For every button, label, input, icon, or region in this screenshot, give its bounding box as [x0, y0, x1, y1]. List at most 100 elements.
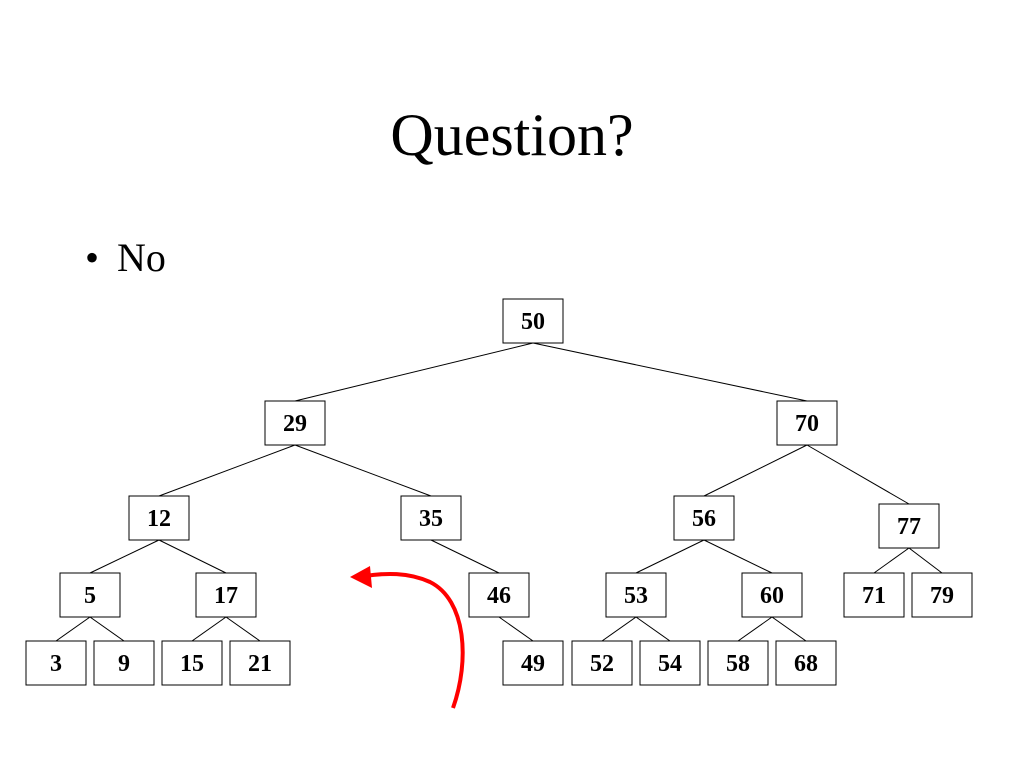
- tree-node-box: [502, 298, 564, 344]
- tree-edge: [430, 539, 500, 574]
- tree-node-box: [707, 640, 769, 686]
- tree-node: 52: [571, 640, 633, 686]
- tree-node-box: [878, 503, 940, 549]
- tree-node-box: [128, 495, 190, 541]
- tree-node-label: 46: [487, 583, 511, 609]
- tree-node-label: 70: [795, 411, 819, 437]
- tree-node-label: 58: [726, 651, 750, 677]
- tree-node-label: 50: [521, 309, 545, 335]
- tree-node-box: [468, 572, 530, 618]
- tree-node-label: 12: [147, 506, 171, 532]
- tree-node-label: 5: [84, 583, 96, 609]
- slide-title: Question?: [390, 102, 634, 168]
- tree-node-box: [843, 572, 905, 618]
- tree-node-label: 17: [214, 583, 238, 609]
- tree-edge: [873, 547, 910, 574]
- tree-node-label: 21: [248, 651, 272, 677]
- tree-node: 56: [673, 495, 735, 541]
- tree-node-label: 54: [658, 651, 682, 677]
- tree-edge: [532, 342, 808, 402]
- tree-node: 79: [911, 572, 973, 618]
- tree-node-label: 79: [930, 583, 954, 609]
- tree-node-label: 77: [897, 514, 921, 540]
- tree-node-box: [93, 640, 155, 686]
- tree-node: 46: [468, 572, 530, 618]
- tree-edge: [89, 539, 160, 574]
- tree-edge: [89, 616, 125, 642]
- tree-node-label: 60: [760, 583, 784, 609]
- tree-node-label: 3: [50, 651, 62, 677]
- tree-node: 5: [59, 572, 121, 618]
- tree-node: 3: [25, 640, 87, 686]
- tree-node: 49: [502, 640, 564, 686]
- tree-node: 60: [741, 572, 803, 618]
- tree-node: 17: [195, 572, 257, 618]
- tree-node: 21: [229, 640, 291, 686]
- tree-node-box: [161, 640, 223, 686]
- tree-edge: [771, 616, 807, 642]
- tree-node-box: [502, 640, 564, 686]
- tree-node-box: [673, 495, 735, 541]
- tree-node-label: 9: [118, 651, 130, 677]
- tree-node-label: 15: [180, 651, 204, 677]
- tree-node: 12: [128, 495, 190, 541]
- tree-node: 71: [843, 572, 905, 618]
- tree-node: 70: [776, 400, 838, 446]
- bullet-marker: •: [85, 235, 100, 280]
- red-curved-arrow: [364, 571, 465, 709]
- tree-node-box: [195, 572, 257, 618]
- tree-node-label: 56: [692, 506, 716, 532]
- tree-node: 68: [775, 640, 837, 686]
- tree-node-box: [59, 572, 121, 618]
- tree-edge: [294, 342, 534, 402]
- tree-nodes: 50 29 70 12 35 56 77 5 17 46 53 60 71 79 3 9 15 21 49 52 54 5…: [25, 298, 973, 686]
- tree-edge: [55, 616, 91, 642]
- tree-node-box: [400, 495, 462, 541]
- tree-edge: [908, 547, 943, 574]
- tree-node-label: 35: [419, 506, 443, 532]
- red-arrow-head: [350, 566, 372, 588]
- tree-node: 77: [878, 503, 940, 549]
- tree-node-box: [776, 400, 838, 446]
- tree-node-box: [229, 640, 291, 686]
- tree-node: 15: [161, 640, 223, 686]
- tree-node-label: 71: [862, 583, 886, 609]
- tree-node-label: 68: [794, 651, 818, 677]
- tree-node-label: 52: [590, 651, 614, 677]
- tree-node-box: [911, 572, 973, 618]
- tree-edge: [635, 616, 671, 642]
- tree-edge: [806, 444, 910, 505]
- tree-node-box: [264, 400, 326, 446]
- tree-node: 54: [639, 640, 701, 686]
- tree-edge: [703, 539, 773, 574]
- tree-edge: [158, 444, 296, 497]
- bullet-item: • No: [85, 233, 166, 283]
- tree-edge: [498, 616, 534, 642]
- tree-node: 9: [93, 640, 155, 686]
- tree-edge: [635, 539, 705, 574]
- tree-edges: [55, 342, 943, 642]
- tree-node-label: 53: [624, 583, 648, 609]
- tree-node-label: 49: [521, 651, 545, 677]
- tree-node-box: [605, 572, 667, 618]
- tree-node: 29: [264, 400, 326, 446]
- tree-node-label: 29: [283, 411, 307, 437]
- bullet-text: No: [117, 235, 166, 280]
- tree-node-box: [741, 572, 803, 618]
- tree-edge: [737, 616, 773, 642]
- tree-node-box: [571, 640, 633, 686]
- tree-edge: [158, 539, 227, 574]
- tree-edge: [225, 616, 261, 642]
- tree-edge: [294, 444, 432, 497]
- tree-node-box: [639, 640, 701, 686]
- tree-edge: [703, 444, 808, 497]
- tree-edge: [191, 616, 227, 642]
- tree-edge: [601, 616, 637, 642]
- tree-node: 53: [605, 572, 667, 618]
- tree-node: 58: [707, 640, 769, 686]
- tree-node: 50: [502, 298, 564, 344]
- tree-node-box: [25, 640, 87, 686]
- tree-node: 35: [400, 495, 462, 541]
